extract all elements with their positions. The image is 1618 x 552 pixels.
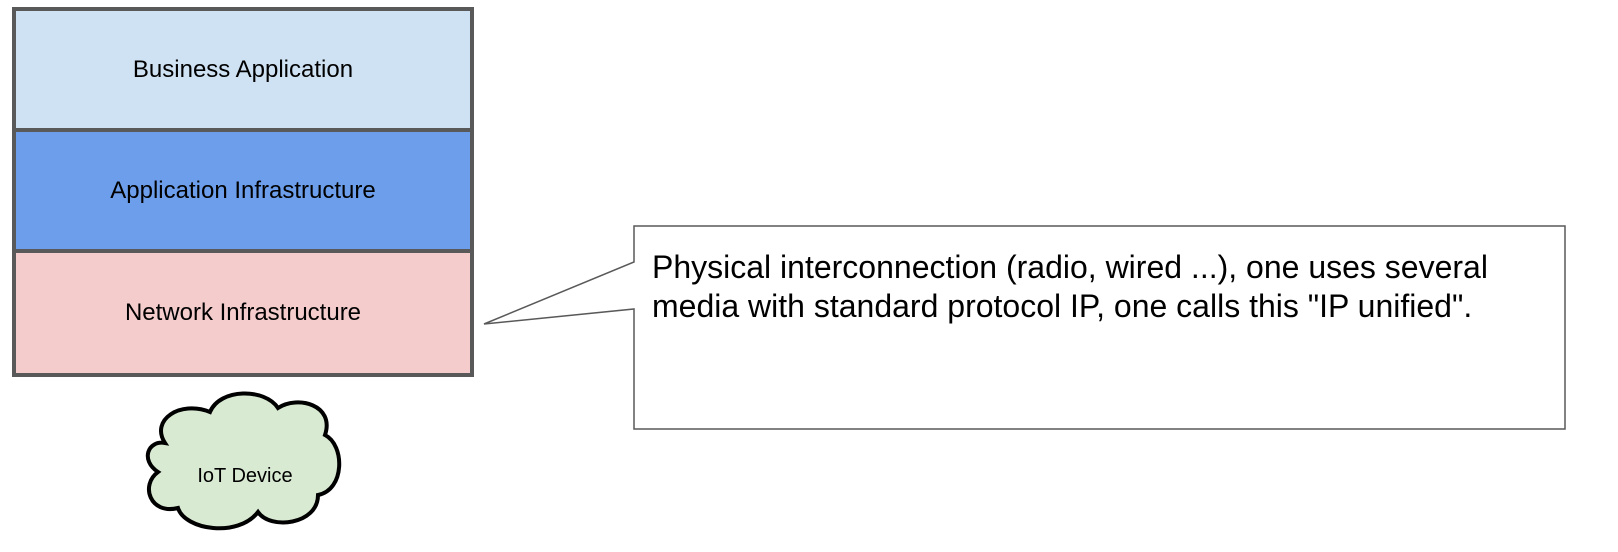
cloud-shape: [145, 391, 342, 531]
layer-business-application-label: Business Application: [132, 55, 354, 83]
callout-box: [483, 225, 1566, 430]
layer-application-infrastructure-label: Application Infrastructure: [110, 176, 376, 204]
layer-business-application: Business Application: [12, 7, 474, 132]
cloud-label: IoT Device: [197, 465, 293, 487]
layer-network-infrastructure: Network Infrastructure: [12, 249, 474, 377]
callout-text: Physical interconnection (radio, wired .…: [652, 249, 1488, 324]
layer-network-infrastructure-label: Network Infrastructure: [124, 299, 362, 326]
